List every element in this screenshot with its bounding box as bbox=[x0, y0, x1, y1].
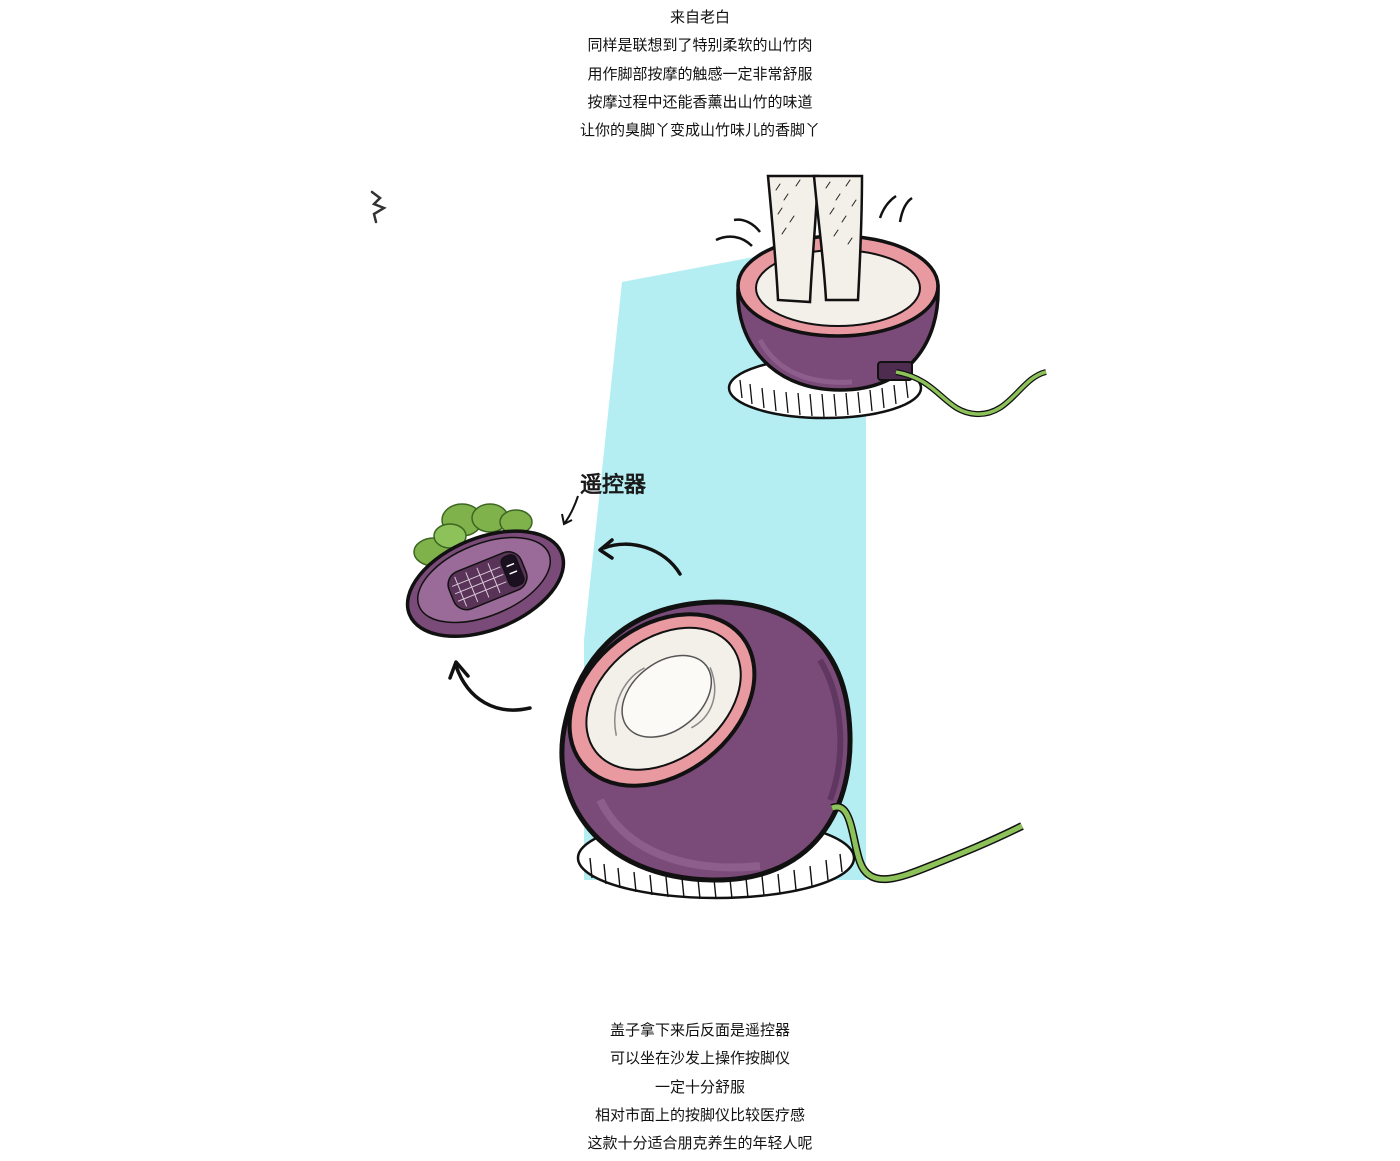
top-caption-line: 用作脚部按摩的触感一定非常舒服 bbox=[587, 64, 813, 83]
top-caption-line: 同样是联想到了特别柔软的山竹肉 bbox=[587, 36, 813, 55]
top-caption-line: 按摩过程中还能香薰出山竹的味道 bbox=[587, 92, 813, 111]
top-caption-line: 让你的臭脚丫变成山竹味儿的香脚丫 bbox=[579, 121, 820, 140]
bottom-caption-line: 这款十分适合朋克养生的年轻人呢 bbox=[587, 1134, 813, 1153]
bottom-caption-line: 盖子拿下来后反面是遥控器 bbox=[609, 1021, 790, 1039]
remote-lid-icon bbox=[405, 503, 566, 639]
top-caption-line: 来自老白 bbox=[669, 8, 730, 26]
curved-arrow-icon bbox=[448, 660, 532, 712]
bottom-caption-line: 可以坐在沙发上操作按脚仪 bbox=[609, 1049, 790, 1068]
curved-arrow-icon bbox=[598, 538, 682, 576]
top-caption: 来自老白 同样是联想到了特别柔软的山竹肉 用作脚部按摩的触感一定非常舒服 按摩过… bbox=[0, 3, 1400, 144]
mangosteen-massager-open-icon bbox=[559, 599, 1024, 900]
bottom-caption-line: 一定十分舒服 bbox=[654, 1077, 745, 1096]
label-pointer-arrow-icon bbox=[563, 495, 579, 525]
mangosteen-massager-in-use-icon bbox=[715, 174, 1047, 420]
bottom-caption: 盖子拿下来后反面是遥控器 可以坐在沙发上操作按脚仪 一定十分舒服 相对市面上的按… bbox=[0, 1016, 1400, 1157]
stray-sketch-mark bbox=[370, 190, 387, 224]
remote-label: 遥控器 bbox=[580, 472, 647, 498]
bottom-caption-line: 相对市面上的按脚仪比较医疗感 bbox=[594, 1105, 805, 1124]
